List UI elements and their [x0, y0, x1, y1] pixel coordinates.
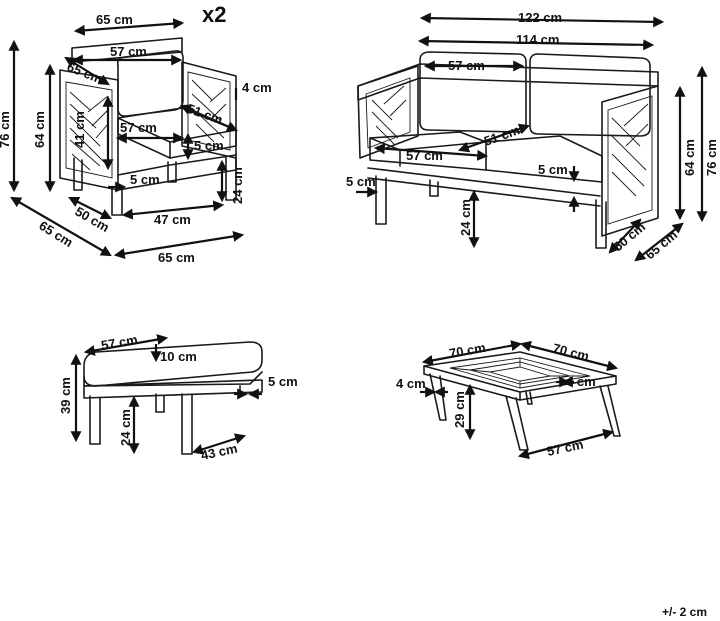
armchair-seat-height-label: 24 cm: [230, 167, 245, 204]
ottoman-leg-span-label: 43 cm: [200, 441, 239, 463]
ottoman-height-label: 39 cm: [58, 377, 73, 414]
ottoman-cushion-label: 10 cm: [160, 349, 197, 364]
armchair-bottom-width-label: 65 cm: [158, 250, 195, 265]
armchair-arm-width-label: 4 cm: [242, 80, 272, 95]
armchair-total-height-label: 76 cm: [0, 111, 12, 148]
table-dimension-lines: [420, 340, 619, 460]
ottoman-drawing: [83, 341, 263, 455]
armchair-leg-span-label: 47 cm: [154, 212, 191, 227]
sofa-seat-depth-label: 51 cm: [482, 122, 522, 149]
sofa-seat-cushion-label: 57 cm: [406, 148, 443, 163]
sofa-cushion-label: 5 cm: [538, 162, 568, 177]
ottoman-labels: 57 cm 10 cm 39 cm 24 cm 5 cm 43 cm: [58, 332, 298, 463]
table-leg-span-label: 57 cm: [546, 437, 585, 459]
armchair-seat-depth-label: 51 cm: [185, 101, 225, 128]
ottoman-leg-label: 5 cm: [268, 374, 298, 389]
sofa-total-width-label: 122 cm: [518, 10, 562, 25]
table-top-width-label: 70 cm: [448, 340, 487, 361]
ottoman-width-label: 57 cm: [100, 332, 139, 353]
sofa-dimension-lines: [356, 12, 708, 262]
table-top-depth-label: 70 cm: [551, 340, 590, 363]
table-labels: 70 cm 70 cm 4 cm 4 cm 29 cm 57 cm: [396, 340, 596, 459]
armchair-seat-width-label: 57 cm: [120, 120, 157, 135]
armchair-leg-label: 5 cm: [130, 172, 160, 187]
ottoman-leg-height-label: 24 cm: [118, 409, 133, 446]
sofa-leg-label: 5 cm: [346, 174, 376, 189]
sofa-inner-depth-label: 50 cm: [610, 219, 648, 254]
armchair-seat-width-top-label: 57 cm: [110, 44, 147, 59]
table-drawing: [423, 351, 621, 451]
sofa-back-cushion-label: 57 cm: [448, 58, 485, 73]
armchair-arm-height-label: 64 cm: [32, 111, 47, 148]
sofa-seat-height-label: 24 cm: [458, 199, 473, 236]
tolerance-note: +/- 2 cm: [662, 605, 707, 619]
sofa-inner-width-label: 114 cm: [516, 32, 559, 47]
sofa-arm-height-label: 64 cm: [682, 139, 697, 176]
table-edge-right-label: 4 cm: [566, 374, 596, 389]
armchair-back-height-label: 41 cm: [72, 111, 87, 148]
sofa-total-height-label: 76 cm: [704, 139, 719, 176]
armchair-dimension-lines: [8, 18, 245, 260]
table-height-label: 29 cm: [452, 391, 467, 428]
armchair-multiplier: x2: [202, 2, 226, 27]
table-edge-left-label: 4 cm: [396, 376, 426, 391]
ottoman-dimension-lines: [70, 334, 262, 455]
sofa-depth-label: 65 cm: [642, 227, 680, 262]
armchair-cushion-label: 5 cm: [194, 138, 224, 153]
armchair-total-width-label: 65 cm: [96, 12, 133, 27]
